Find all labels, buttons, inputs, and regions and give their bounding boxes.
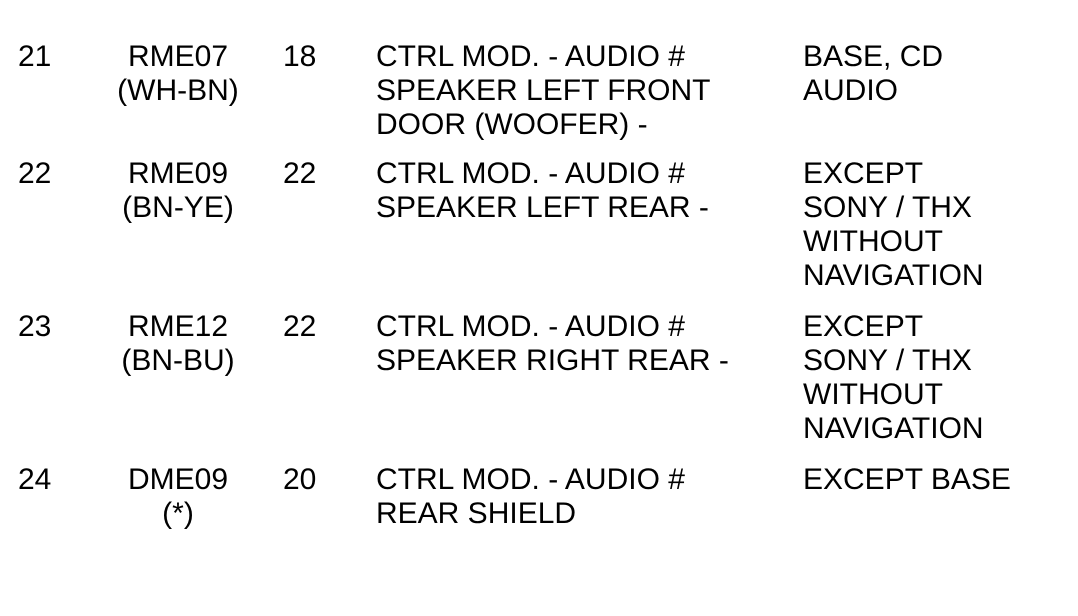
pin-number-cell: 23 [18,310,52,343]
pin-number-cell: 21 [18,40,52,73]
application-notes-cell: EXCEPT BASE [803,463,1011,496]
circuit-description-cell: CTRL MOD. - AUDIO # SPEAKER LEFT FRONT D… [376,40,711,141]
circuit-description-cell: CTRL MOD. - AUDIO # SPEAKER LEFT REAR - [376,157,709,224]
circuit-id-cell: RME09 (BN-YE) [122,157,234,224]
wire-gauge-cell: 22 [283,157,317,190]
application-notes-cell: EXCEPT SONY / THX WITHOUT NAVIGATION [803,310,984,445]
application-notes-cell: BASE, CD AUDIO [803,40,944,107]
circuit-id-cell: RME12 (BN-BU) [121,310,235,377]
pin-number-cell: 22 [18,157,52,190]
wire-gauge-cell: 20 [283,463,317,496]
circuit-description-cell: CTRL MOD. - AUDIO # REAR SHIELD [376,463,685,530]
circuit-id-cell: RME07 (WH-BN) [117,40,239,107]
application-notes-cell: EXCEPT SONY / THX WITHOUT NAVIGATION [803,157,984,292]
circuit-description-cell: CTRL MOD. - AUDIO # SPEAKER RIGHT REAR - [376,310,729,377]
wire-gauge-cell: 18 [283,40,317,73]
pin-number-cell: 24 [18,463,52,496]
wire-gauge-cell: 22 [283,310,317,343]
circuit-id-cell: DME09 (*) [127,463,229,530]
